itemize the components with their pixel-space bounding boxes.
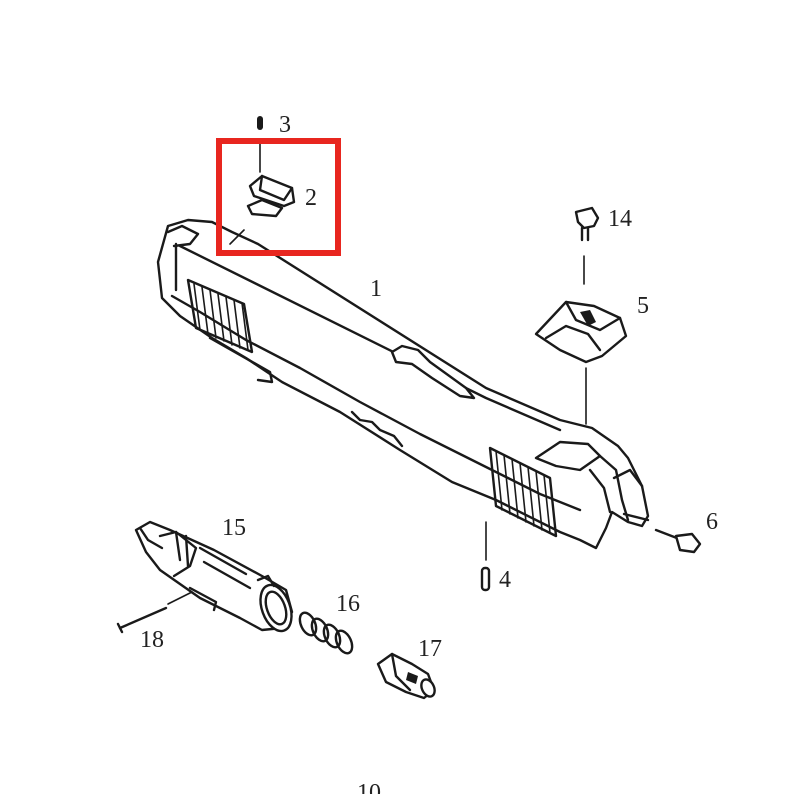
page-number: 10 [357, 780, 381, 794]
part-5-rear-sight [534, 300, 628, 425]
part-16-spring [298, 611, 354, 655]
part-label-6: 6 [706, 509, 718, 535]
part-14-screw [574, 206, 600, 285]
part-6-screw [654, 528, 702, 554]
part-label-16: 16 [336, 591, 360, 617]
part-1-slide [156, 218, 650, 550]
part-label-14: 14 [608, 206, 632, 232]
part-17-valve [376, 652, 436, 700]
part-2-front-sight [229, 174, 296, 245]
part-label-17: 17 [418, 636, 442, 662]
part-4-pin [480, 521, 491, 592]
highlight-box [216, 138, 341, 256]
part-18-pin [116, 606, 168, 634]
part-label-2: 2 [305, 185, 317, 211]
part-3-pin [257, 116, 263, 173]
part-label-4: 4 [499, 567, 511, 593]
part-label-15: 15 [222, 515, 246, 541]
part-label-5: 5 [637, 293, 649, 319]
part-15-bolt-assembly [134, 520, 294, 633]
part-label-3: 3 [279, 112, 291, 138]
part-label-1: 1 [370, 276, 382, 302]
part-label-18: 18 [140, 627, 164, 653]
